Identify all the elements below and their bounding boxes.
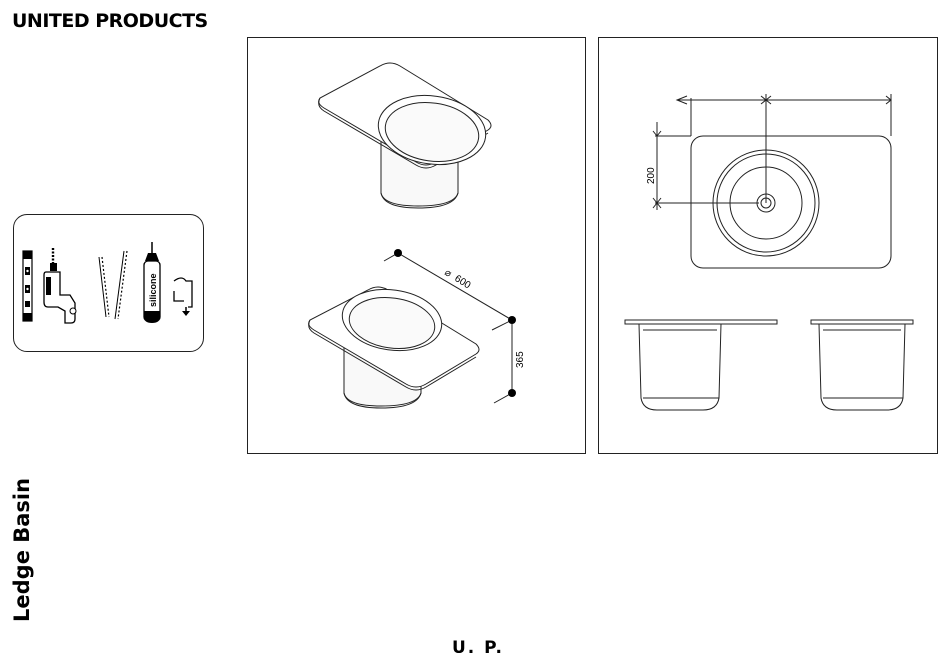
dimension-point: [508, 389, 516, 397]
isometric-basin-top: [319, 63, 491, 208]
brand-title: UNITED PRODUCTS: [12, 10, 208, 32]
silicone-tube-icon: silicone: [144, 242, 160, 323]
side-elevation: [811, 320, 913, 410]
offset-dimension: 200: [646, 167, 657, 184]
wall-bracket-icon: [174, 278, 192, 316]
product-title: Ledge Basin: [10, 478, 34, 622]
isometric-basin-bottom: [309, 283, 479, 408]
width-dimension: 600: [452, 273, 472, 291]
drill-icon: [44, 248, 76, 323]
height-dimension: 365: [515, 351, 526, 368]
dimension-point: [394, 249, 402, 257]
front-elevation: [625, 320, 777, 410]
silicone-label: silicone: [148, 273, 158, 307]
dimension-point: [508, 316, 516, 324]
installation-tools-box: silicone: [13, 214, 204, 352]
orthographic-views-panel: 200: [598, 37, 938, 454]
saw-cut-icon: [99, 251, 127, 319]
plan-view: [691, 136, 891, 268]
isometric-views-panel: ⌀ 600 365: [247, 37, 586, 454]
spirit-level-icon: [23, 251, 32, 321]
diameter-symbol: ⌀: [442, 267, 453, 280]
footer-logo: U. P.: [452, 638, 504, 658]
